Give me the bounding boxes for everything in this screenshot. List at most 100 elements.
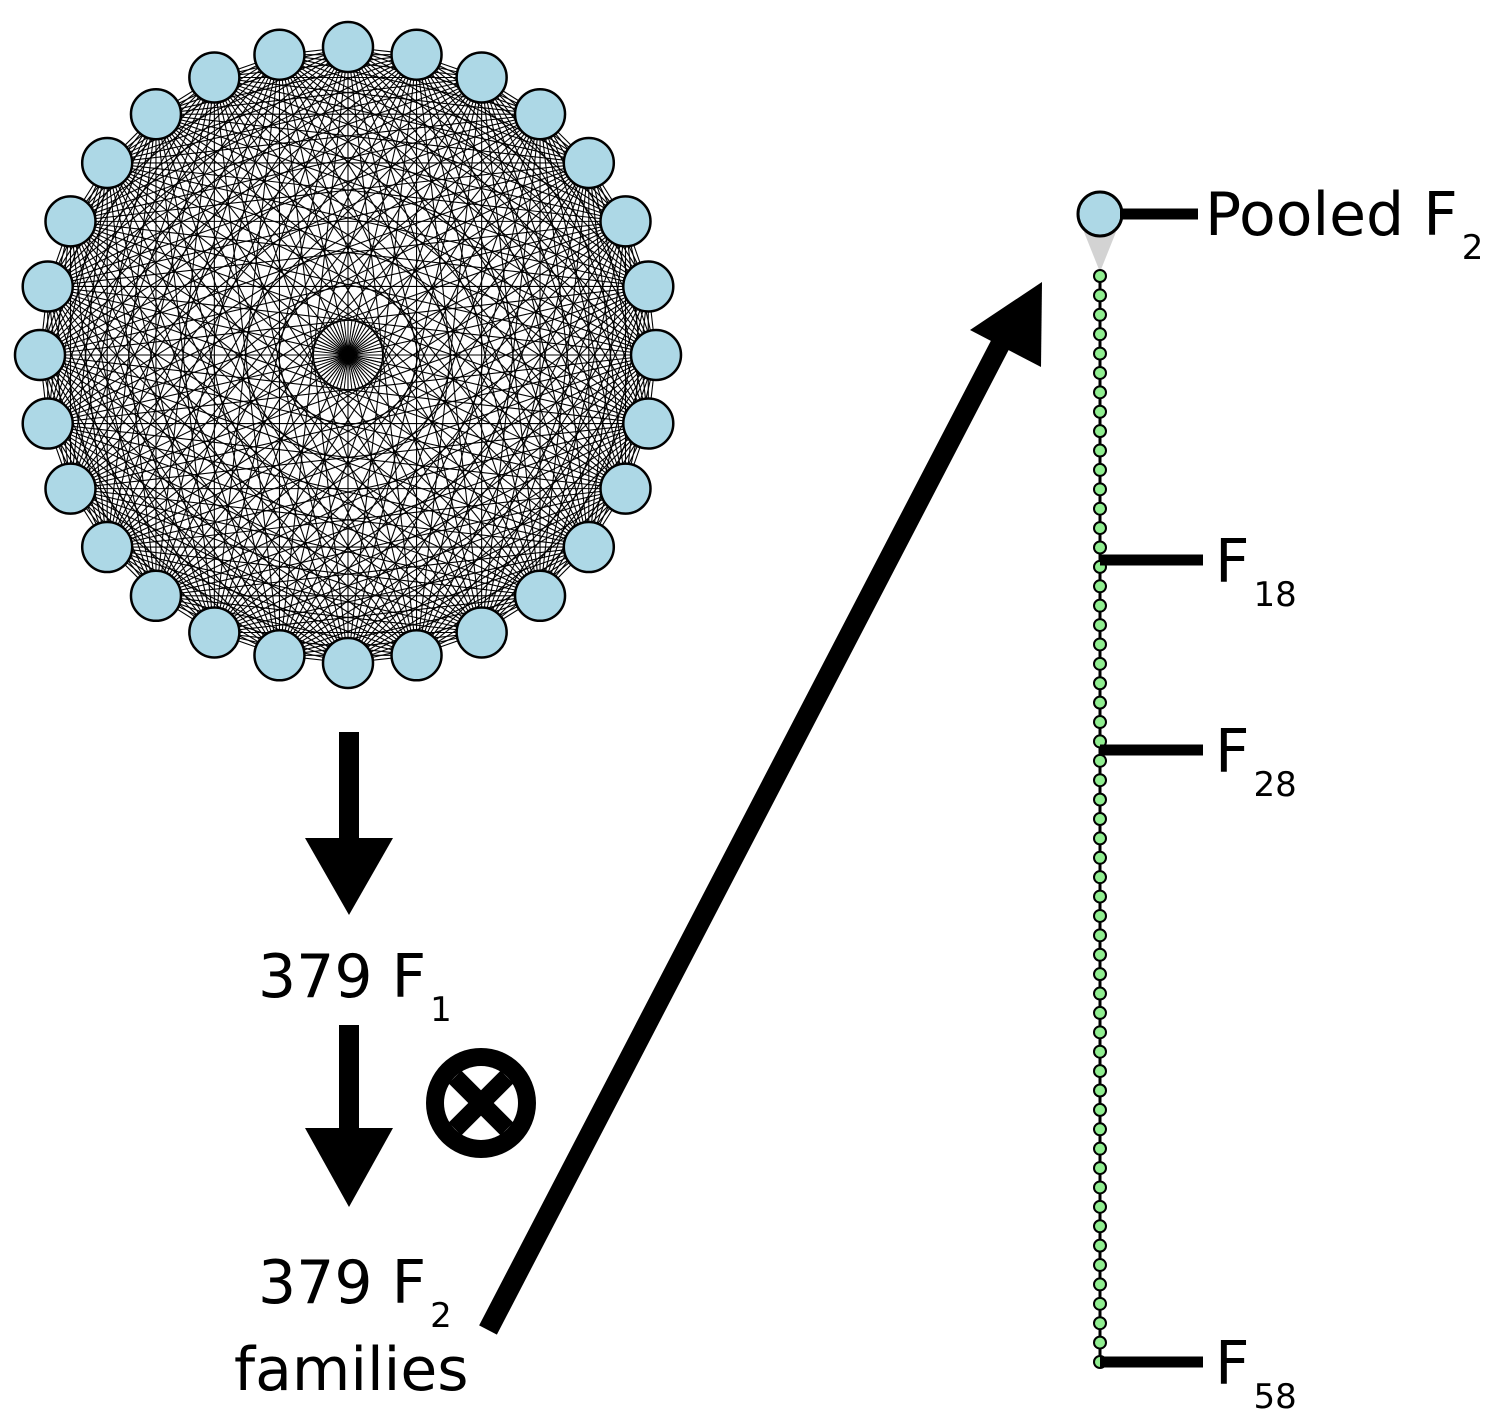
cross-line: [70, 54, 280, 222]
parent-node: [513, 87, 567, 141]
hub-spoke: [347, 354, 383, 369]
cross-line: [47, 423, 280, 656]
generation-dot: [1093, 1122, 1107, 1137]
cross-line: [47, 286, 72, 489]
generation-dot: [1093, 753, 1107, 768]
generation-dot: [1093, 715, 1107, 730]
cross-line: [588, 354, 657, 548]
generation-dot: [1093, 928, 1107, 943]
generation-dots: [1093, 269, 1107, 1369]
cross-line: [39, 77, 215, 356]
cross-line: [214, 631, 417, 656]
hub-spoke: [313, 345, 349, 356]
generation-dot: [1093, 967, 1107, 982]
cross-line: [416, 54, 590, 164]
hub-spoke: [347, 320, 358, 356]
parent-node: [321, 636, 375, 690]
cross-line: [106, 162, 215, 633]
cross-line: [347, 488, 626, 664]
cross-line: [279, 54, 541, 115]
cross-line: [69, 162, 108, 489]
generation-dot: [1093, 501, 1107, 516]
cross-line: [279, 54, 649, 287]
hub-spoke: [313, 337, 349, 356]
cross-line: [155, 77, 215, 596]
generation-dot: [1093, 1064, 1107, 1079]
cross-line: [155, 54, 280, 596]
cross-line: [69, 221, 108, 548]
parent-node: [21, 260, 74, 313]
generation-dot: [1093, 1335, 1107, 1350]
cross-line: [47, 114, 157, 424]
cross-line: [70, 220, 541, 597]
cross-line: [155, 113, 626, 222]
hub-spoke: [347, 354, 380, 381]
cross-line: [214, 77, 657, 356]
cross-line: [107, 162, 657, 356]
parent-node: [599, 462, 652, 515]
generation-dot: [1093, 1102, 1107, 1117]
parent-node: [321, 20, 375, 74]
generation-dot: [1093, 850, 1107, 865]
cross-line: [70, 221, 349, 664]
hub-spoke: [347, 320, 353, 356]
cross-line: [39, 354, 157, 597]
generation-dot: [1093, 307, 1107, 322]
cross-line: [539, 114, 649, 424]
hub-spoke: [330, 354, 349, 390]
cross-line: [106, 546, 349, 664]
cross-line: [39, 354, 215, 633]
parent-node: [253, 28, 306, 81]
cross-line: [106, 54, 280, 164]
cross-line: [155, 114, 215, 633]
generation-dot: [1093, 1316, 1107, 1331]
parent-node: [455, 51, 508, 104]
hub-spoke: [334, 354, 349, 390]
cross-line: [39, 354, 589, 548]
cross-line: [39, 354, 626, 490]
cross-line: [107, 546, 417, 656]
hub-spoke: [338, 320, 349, 356]
parent-node: [44, 195, 97, 248]
cross-line: [70, 221, 280, 656]
cross-line: [347, 46, 541, 115]
hub-spoke: [313, 350, 349, 356]
cross-line: [106, 54, 280, 548]
cross-line: [39, 354, 108, 548]
cross-line: [47, 422, 626, 490]
hub-spoke: [319, 326, 349, 356]
hub-spoke: [347, 354, 383, 373]
pooling-cone: [1084, 232, 1116, 272]
cross-line: [155, 113, 657, 356]
cross-line: [214, 77, 649, 424]
arrow-down-icon: [305, 1025, 393, 1207]
cross-line: [70, 488, 280, 656]
cross-line: [39, 113, 157, 356]
cross-line: [47, 162, 108, 424]
parent-node: [253, 629, 306, 682]
parent-node: [622, 260, 675, 313]
generation-dot: [1093, 521, 1107, 536]
cross-line: [416, 546, 590, 656]
cross-line: [539, 113, 649, 287]
cross-line: [70, 221, 417, 656]
cross-line: [155, 113, 626, 490]
parent-node: [21, 397, 74, 450]
cross-line: [70, 422, 649, 490]
cross-line: [47, 423, 157, 597]
hub-spoke: [347, 354, 353, 390]
arrow-diagonal-icon: [479, 282, 1042, 1335]
parent-node: [44, 462, 97, 515]
cross-line: [107, 54, 417, 164]
cross-line: [588, 221, 627, 548]
cross-line: [279, 54, 626, 222]
cross-line: [588, 162, 627, 489]
generation-dot: [1093, 656, 1107, 671]
cross-line: [47, 54, 280, 287]
cross-line: [39, 162, 108, 356]
cross-line: [415, 54, 483, 633]
cross-line: [279, 54, 626, 489]
generation-dot: [1093, 327, 1107, 342]
